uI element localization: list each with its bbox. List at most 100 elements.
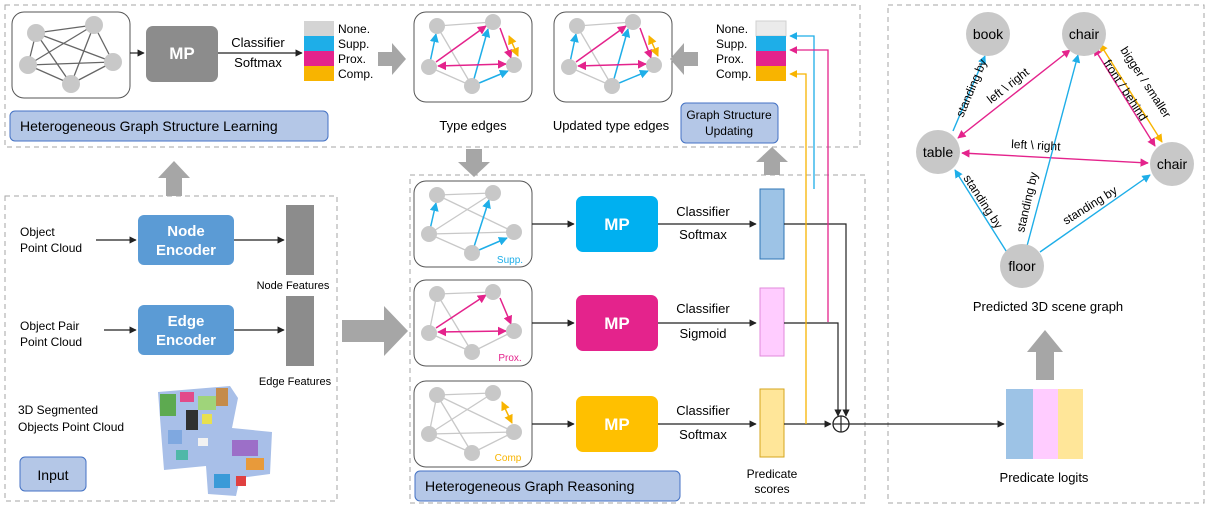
scene-node-floor-label: floor	[1008, 258, 1036, 274]
scene-node-chair-top-label: chair	[1069, 26, 1100, 42]
structure-learning-title-box	[9, 110, 329, 142]
scene-node-floor	[1000, 244, 1044, 288]
structure-learning-section	[4, 4, 861, 148]
scene-node-chair-right	[1150, 142, 1194, 186]
complete-graph-nodes	[19, 16, 122, 93]
arrow-to-updated-edges	[670, 43, 698, 75]
reasoning-title: Heterogeneous Graph Reasoning	[425, 478, 634, 494]
arrow-input-to-reasoning	[342, 306, 408, 356]
structure-softmax-label: Softmax	[234, 55, 282, 70]
legend-comp-swatch	[304, 66, 334, 81]
pair-pc-label-1: Object Pair	[20, 319, 79, 333]
scene-node-table-label: table	[923, 144, 954, 160]
prox-sigmoid-label: Sigmoid	[680, 326, 727, 341]
edge-features-label: Edge Features	[259, 376, 332, 388]
updated-legend-comp	[756, 66, 786, 81]
node-encoder-label-1: Node	[167, 223, 205, 240]
node-features-block	[286, 205, 314, 275]
segmented-label-1: 3D Segmented	[18, 403, 98, 417]
output-section	[887, 4, 1205, 504]
scene-node-book-label: book	[973, 26, 1004, 42]
comp-tag: Comp	[495, 453, 522, 464]
arrow-logits-up	[1027, 330, 1063, 380]
comp-mp-block	[576, 396, 658, 452]
structure-updating-label-1: Graph Structure	[686, 108, 772, 122]
predicate-scores-label-2: scores	[754, 482, 789, 496]
node-encoder-label-2: Encoder	[156, 242, 216, 259]
scene-graph-caption: Predicted 3D scene graph	[973, 299, 1123, 314]
supp-tag: Supp.	[497, 255, 523, 266]
pair-pc-label-2: Point Cloud	[20, 335, 82, 349]
segmented-label-2: Objects Point Cloud	[18, 420, 124, 434]
arrow-type-edges-down	[458, 149, 490, 177]
updated-edges-caption: Updated type edges	[553, 118, 670, 133]
object-pc-label-2: Point Cloud	[20, 241, 82, 255]
prox-graph	[421, 284, 522, 360]
structure-mp-label: MP	[169, 44, 195, 63]
supp-softmax-label: Softmax	[679, 227, 727, 242]
structure-updating-box	[680, 102, 779, 144]
input-label-box	[19, 456, 87, 492]
scene-node-chair-top	[1062, 12, 1106, 56]
supp-graph	[421, 185, 522, 261]
arrow-to-type-edges	[378, 43, 406, 75]
logits-prox-bar	[1033, 389, 1058, 459]
structure-updating-label-2: Updating	[705, 124, 753, 138]
prox-classifier-label: Classifier	[676, 301, 730, 316]
arrow-reasoning-up	[756, 147, 788, 175]
reasoning-title-box	[414, 470, 681, 502]
legend-supp-label: Supp.	[338, 37, 369, 51]
supp-score-bar	[759, 188, 785, 260]
reasoning-section	[409, 174, 866, 504]
logits-comp-bar	[1058, 389, 1083, 459]
prox-mp-block	[576, 295, 658, 351]
comp-mp-label: MP	[604, 415, 630, 434]
type-edges-graph	[421, 14, 522, 94]
updated-legend-prox-label: Prox.	[716, 52, 744, 66]
edge-encoder-label-2: Encoder	[156, 332, 216, 349]
structure-mp-block	[146, 26, 218, 82]
prox-tag: Prox.	[498, 353, 521, 364]
edge-encoder-block	[138, 305, 234, 355]
updated-legend-none	[755, 20, 787, 37]
updated-edges-graph	[561, 14, 662, 94]
edge-label-floor-chair-right: standing by	[1060, 183, 1119, 227]
scene-node-chair-right-label: chair	[1157, 156, 1188, 172]
point-cloud-image	[158, 386, 272, 496]
edge-label-floor-table: standing by	[960, 172, 1005, 231]
edge-features-block	[286, 296, 314, 366]
supp-classifier-label: Classifier	[676, 204, 730, 219]
object-pc-label-1: Object	[20, 225, 55, 239]
comp-classifier-label: Classifier	[676, 403, 730, 418]
edge-label-table-book: standing by	[953, 57, 990, 119]
updated-legend-prox	[756, 51, 786, 66]
comp-score-bar	[759, 388, 785, 458]
updated-legend-supp	[756, 36, 786, 51]
updated-legend-comp-label: Comp.	[716, 67, 751, 81]
legend-supp-swatch	[304, 36, 334, 51]
structure-classifier-label: Classifier	[231, 35, 285, 50]
legend-none-label: None.	[338, 22, 370, 36]
scene-graph-edges	[952, 43, 1163, 255]
edge-label-table-chair-right: left \ right	[1011, 137, 1062, 154]
prox-score-bar	[759, 287, 785, 357]
scene-node-table	[916, 130, 960, 174]
supp-mp-block	[576, 196, 658, 252]
type-edges-caption: Type edges	[439, 118, 507, 133]
structure-learning-title: Heterogeneous Graph Structure Learning	[20, 118, 278, 134]
legend-comp-label: Comp.	[338, 67, 373, 81]
legend-none-swatch	[304, 21, 334, 36]
predicate-scores-label-1: Predicate	[747, 467, 798, 481]
edge-label-floor-chair-top: standing by	[1013, 171, 1040, 234]
node-features-label: Node Features	[257, 280, 330, 292]
comp-softmax-label: Softmax	[679, 427, 727, 442]
scene-node-book	[966, 12, 1010, 56]
logits-supp-bar	[1006, 389, 1033, 459]
updated-legend-supp-label: Supp.	[716, 37, 747, 51]
legend-prox-swatch	[304, 51, 334, 66]
node-encoder-block	[138, 215, 234, 265]
input-label: Input	[37, 467, 68, 483]
supp-mp-label: MP	[604, 215, 630, 234]
comp-graph	[421, 385, 522, 461]
